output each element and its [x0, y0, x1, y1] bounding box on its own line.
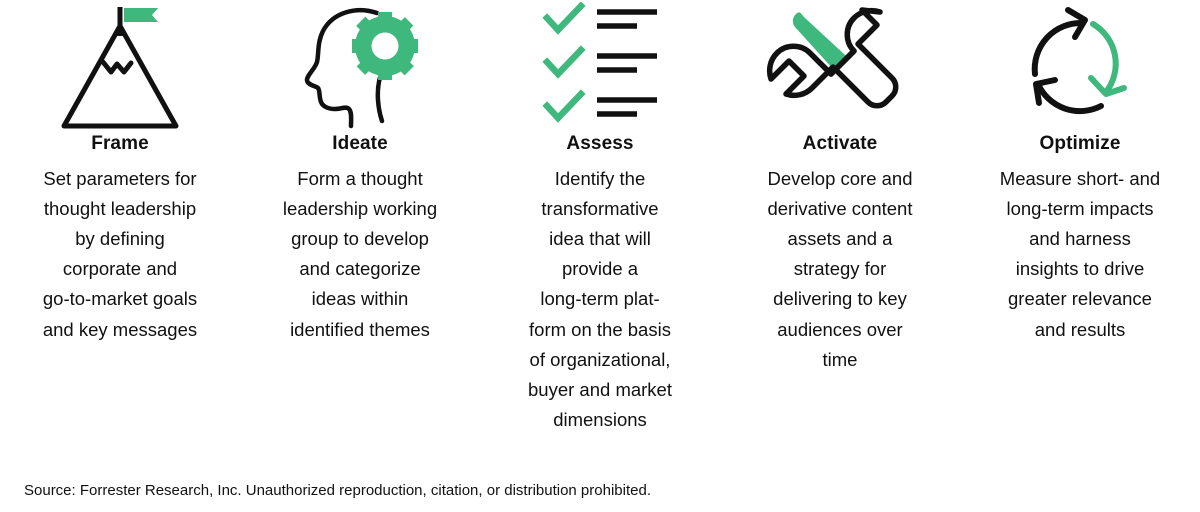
desc-line: provide a	[561, 258, 639, 280]
stage-description: Identify the transformative idea that wi…	[494, 164, 706, 435]
desc-line: form on the basis	[529, 318, 671, 340]
desc-line: go-to-market goals	[42, 288, 198, 310]
desc-line: and categorize	[299, 258, 421, 280]
desc-line: and results	[1034, 318, 1126, 340]
desc-line: leadership working	[282, 198, 438, 220]
desc-line: thought leadership	[43, 198, 197, 220]
desc-line: long-term impacts	[1006, 198, 1154, 220]
desc-line: buyer and market	[528, 378, 672, 400]
stage-ideate: Ideate Form a thought leadership working…	[240, 0, 480, 345]
desc-line: greater relevance	[1008, 288, 1152, 310]
stage-title: Activate	[802, 133, 878, 154]
desc-line: Measure short- and	[999, 167, 1161, 189]
desc-line: by defining	[75, 228, 165, 250]
cycle-arrows-icon	[960, 0, 1200, 132]
desc-line: corporate and	[62, 258, 178, 280]
screwdriver-wrench-icon	[720, 0, 960, 132]
mountain-flag-icon	[0, 0, 240, 132]
desc-line: time	[822, 348, 858, 370]
stage-title: Ideate	[332, 133, 388, 154]
desc-line: dimensions	[553, 409, 647, 431]
source-note: Source: Forrester Research, Inc. Unautho…	[24, 482, 651, 499]
stage-activate: Activate Develop core and derivative con…	[720, 0, 960, 375]
stage-optimize: Optimize Measure short- and long-term im…	[960, 0, 1200, 345]
head-gear-icon	[240, 0, 480, 132]
framework-stages: Frame Set parameters for thought leaders…	[0, 0, 1200, 435]
stage-description: Set parameters for thought leadership by…	[14, 164, 226, 345]
stage-title: Frame	[91, 133, 149, 154]
desc-line: Develop core and	[767, 167, 913, 189]
desc-line: insights to drive	[1015, 258, 1145, 280]
desc-line: idea that will	[549, 228, 651, 250]
desc-line: of organizational,	[529, 348, 671, 370]
stage-frame: Frame Set parameters for thought leaders…	[0, 0, 240, 345]
desc-line: and harness	[1029, 228, 1131, 250]
desc-line: identified themes	[290, 318, 430, 340]
desc-line: long-term plat-	[540, 288, 660, 310]
desc-line: strategy for	[793, 258, 887, 280]
desc-line: Set parameters for	[43, 167, 197, 189]
stage-title: Optimize	[1039, 133, 1121, 154]
desc-line: audiences over	[777, 318, 903, 340]
stage-title: Assess	[566, 133, 634, 154]
desc-line: ideas within	[311, 288, 409, 310]
stage-description: Measure short- and long-term impacts and…	[974, 164, 1186, 345]
stage-description: Develop core and derivative content asse…	[734, 164, 946, 375]
stage-description: Form a thought leadership working group …	[254, 164, 466, 345]
desc-line: Form a thought	[297, 167, 423, 189]
checklist-icon	[480, 0, 720, 132]
desc-line: delivering to key	[773, 288, 907, 310]
stage-assess: Assess Identify the transformative idea …	[480, 0, 720, 435]
desc-line: transformative	[541, 198, 659, 220]
desc-line: assets and a	[787, 228, 893, 250]
desc-line: derivative content	[767, 198, 913, 220]
desc-line: Identify the	[554, 167, 646, 189]
desc-line: and key messages	[42, 318, 198, 340]
desc-line: group to develop	[291, 228, 429, 250]
